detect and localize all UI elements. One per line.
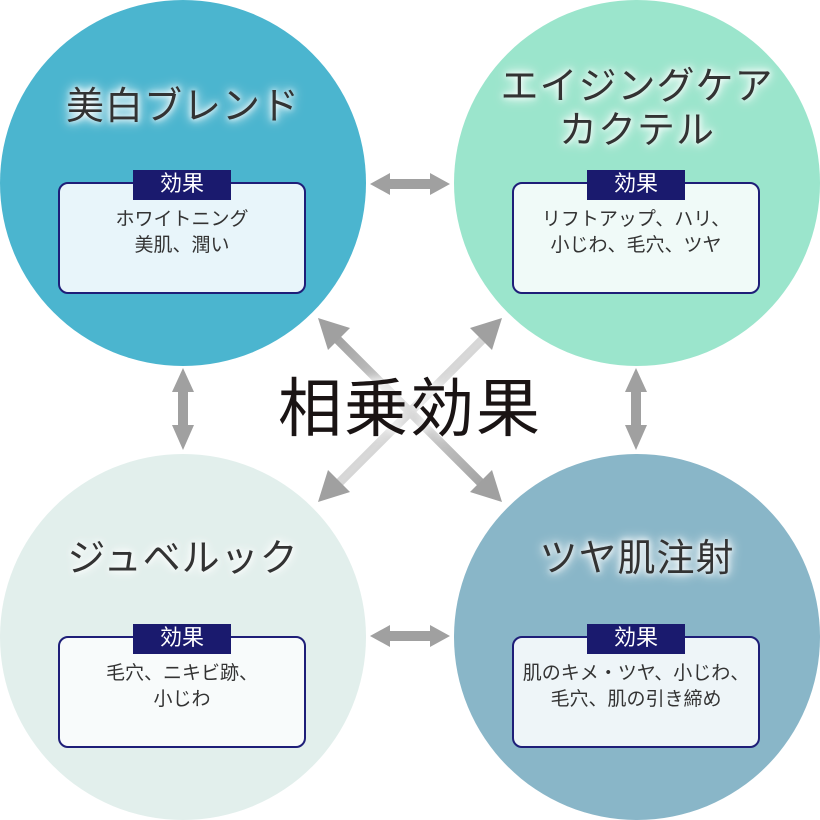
effect-line: 肌のキメ・ツヤ、小じわ、	[522, 662, 750, 684]
node-title-line: ツヤ肌注射	[539, 536, 735, 580]
arrow-top-horizontal	[370, 173, 450, 195]
node-aging-care-cocktail: エイジングケア カクテル 効果 リフトアップ、ハリ、 小じわ、毛穴、ツヤ	[454, 0, 820, 366]
arrow-right-vertical	[625, 368, 647, 450]
effect-line: 小じわ、毛穴、ツヤ	[550, 234, 722, 256]
center-title: 相乗効果	[278, 373, 542, 447]
node-title-line: カクテル	[558, 108, 715, 152]
effect-line: 毛穴、肌の引き締め	[550, 688, 722, 710]
effect-line: 毛穴、ニキビ跡、	[105, 662, 258, 684]
effect-box: 効果 毛穴、ニキビ跡、 小じわ	[58, 624, 306, 748]
effect-line: ホワイトニング	[115, 208, 249, 230]
arrow-bottom-horizontal	[370, 625, 450, 647]
effect-line: リフトアップ、ハリ、	[541, 208, 731, 230]
effect-box: 効果 ホワイトニング 美肌、潤い	[58, 170, 306, 294]
effect-badge: 効果	[587, 170, 685, 200]
effect-badge: 効果	[587, 624, 685, 654]
arrow-left-vertical	[172, 368, 194, 450]
effect-line: 小じわ	[153, 688, 211, 710]
node-title: 美白ブレンド	[0, 84, 366, 128]
node-glow-skin-injection: ツヤ肌注射 効果 肌のキメ・ツヤ、小じわ、 毛穴、肌の引き締め	[454, 454, 820, 820]
node-title-line: 美白ブレンド	[65, 84, 300, 128]
effect-box: 効果 肌のキメ・ツヤ、小じわ、 毛穴、肌の引き締め	[512, 624, 760, 748]
node-whitening-blend: 美白ブレンド 効果 ホワイトニング 美肌、潤い	[0, 0, 366, 366]
node-title-line: ジュベルック	[67, 536, 299, 580]
effect-badge: 効果	[133, 624, 231, 654]
arrow-diagonal-tr-bl	[318, 318, 502, 502]
node-title: ジュベルック	[0, 536, 366, 580]
effect-box: 効果 リフトアップ、ハリ、 小じわ、毛穴、ツヤ	[512, 170, 760, 294]
node-juvelook: ジュベルック 効果 毛穴、ニキビ跡、 小じわ	[0, 454, 366, 820]
node-title-line: エイジングケア	[500, 64, 774, 108]
effect-line: 美肌、潤い	[134, 234, 230, 256]
node-title: ツヤ肌注射	[454, 536, 820, 580]
node-title: エイジングケア カクテル	[454, 64, 820, 152]
effect-badge: 効果	[133, 170, 231, 200]
